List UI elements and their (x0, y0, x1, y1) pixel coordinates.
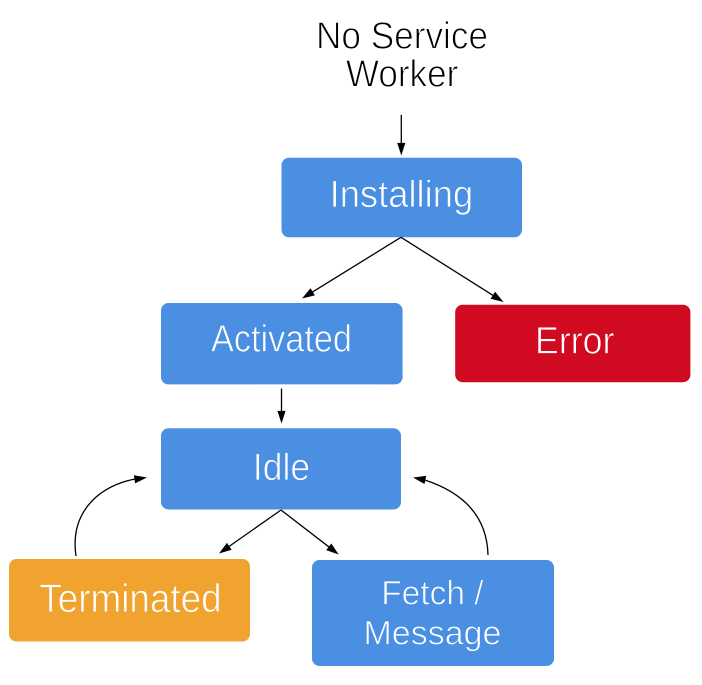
svg-text:Installing: Installing (330, 174, 474, 216)
svg-text:Terminated: Terminated (39, 577, 221, 621)
svg-text:Activated: Activated (211, 319, 352, 361)
svg-text:No Service: No Service (316, 16, 488, 58)
svg-text:Idle: Idle (253, 447, 310, 489)
svg-text:Fetch /: Fetch / (381, 574, 484, 612)
svg-text:Error: Error (535, 320, 615, 362)
svg-text:Worker: Worker (346, 54, 459, 96)
svg-text:Message: Message (364, 615, 502, 653)
